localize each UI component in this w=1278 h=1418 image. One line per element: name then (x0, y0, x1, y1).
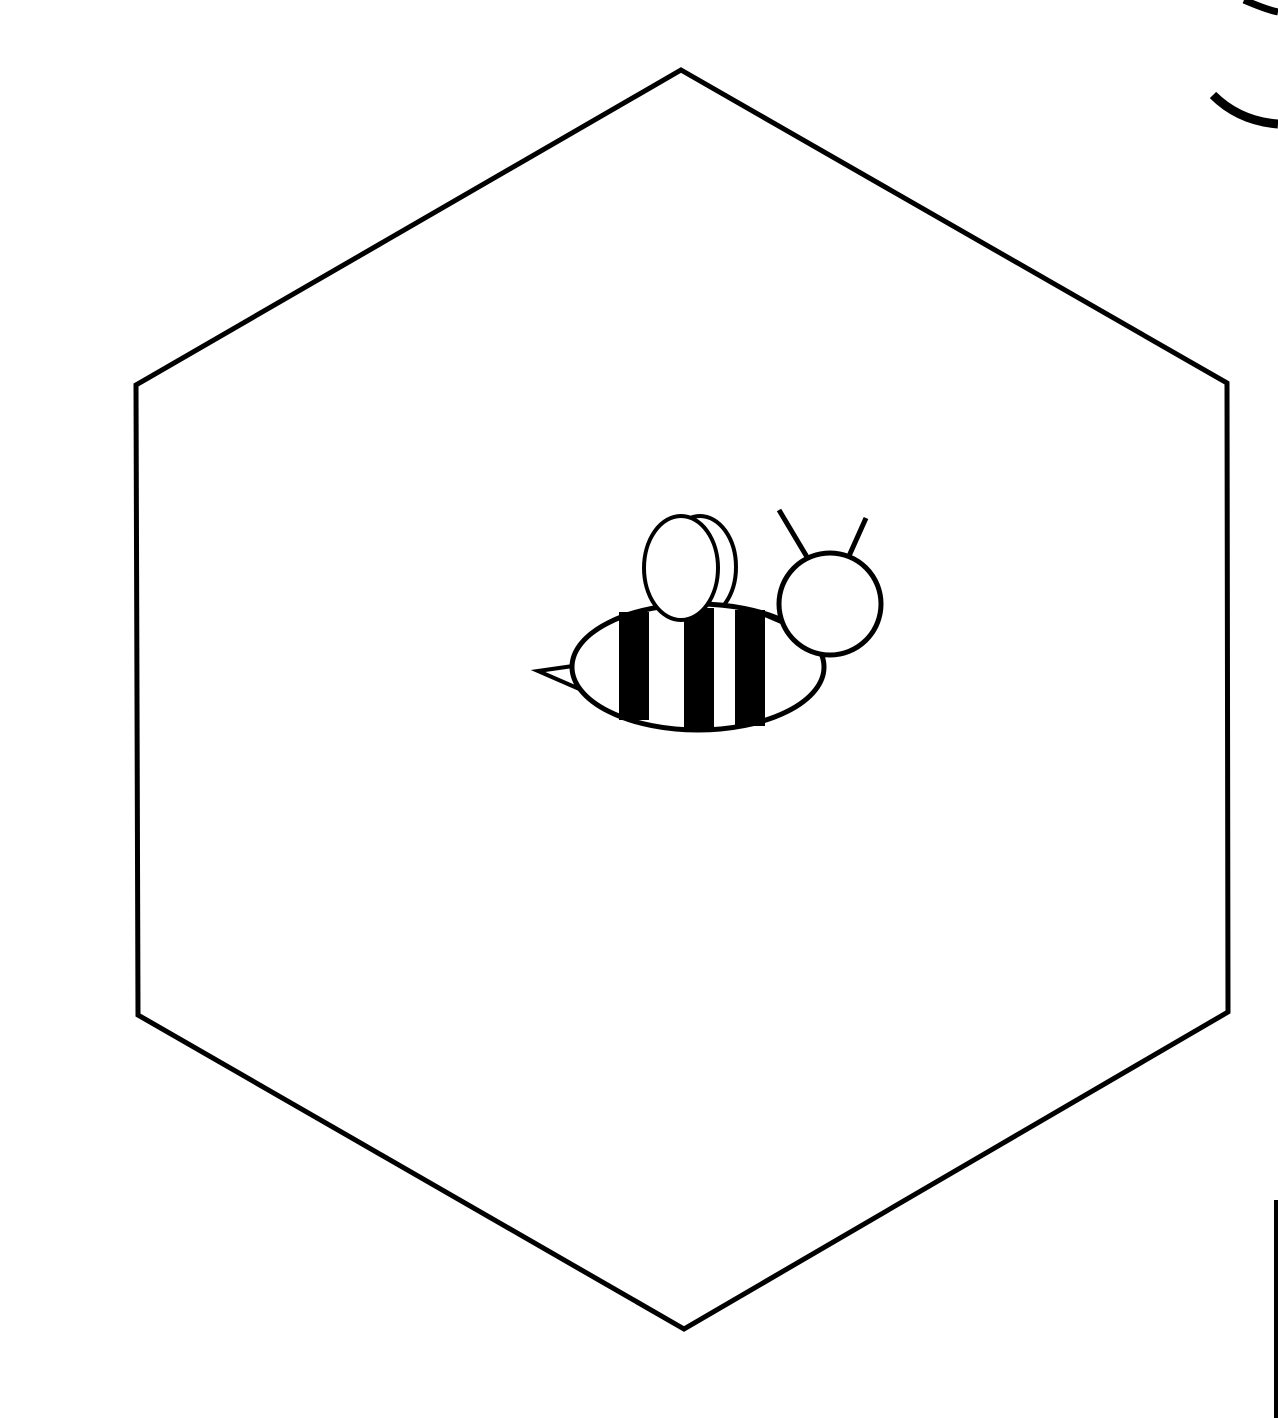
edge-curve-top-right (1209, 91, 1278, 129)
bee-stripe-1 (619, 612, 649, 720)
bee-antenna-left (776, 508, 810, 559)
bee-antenna-right (846, 516, 869, 558)
bee-head (776, 550, 884, 658)
bee-stripe-3 (735, 610, 765, 726)
hexagon-frame (133, 67, 1231, 1332)
bee-wing-front (642, 514, 720, 622)
bee-icon (530, 508, 884, 733)
edge-bar-bottom-right (1274, 1200, 1278, 1418)
bee-stripe-2 (684, 608, 714, 728)
edge-curve-top-right-upper (1242, 0, 1278, 16)
